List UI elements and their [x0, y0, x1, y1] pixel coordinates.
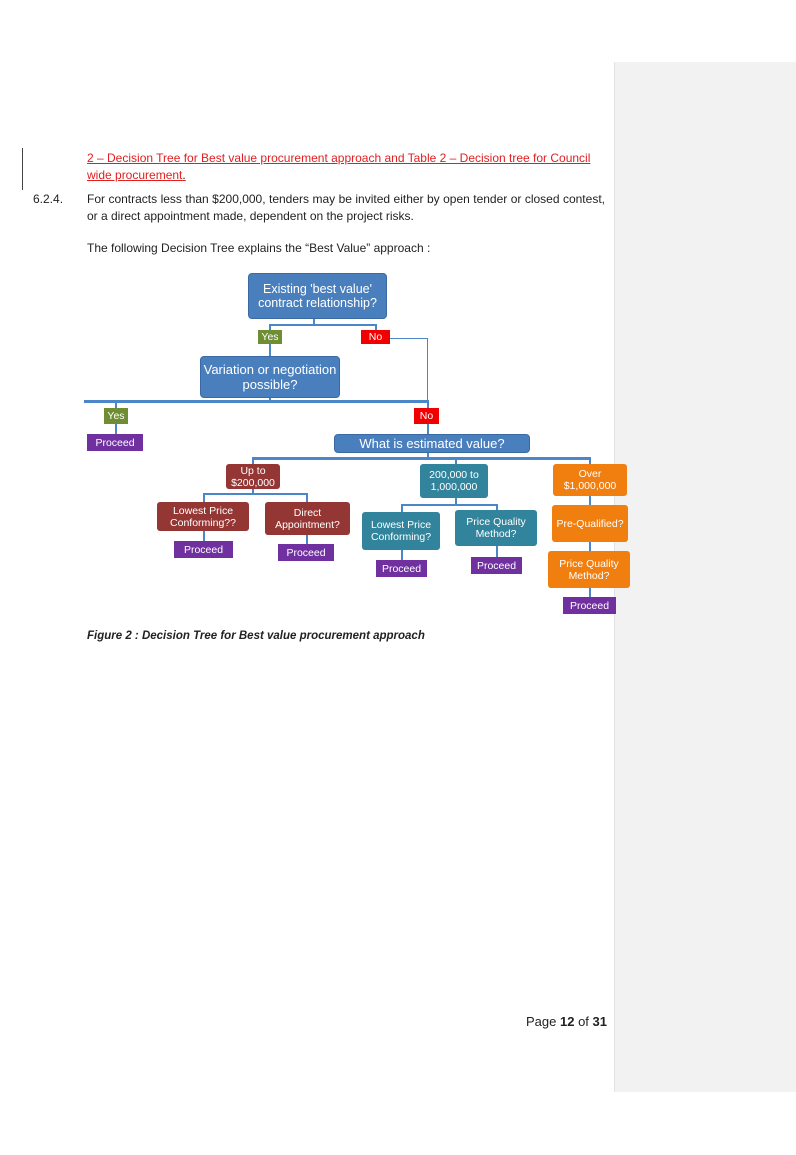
estimated-value-question: What is estimated value?: [334, 434, 530, 453]
change-bar: [22, 148, 23, 190]
connector: [589, 496, 591, 505]
connector: [306, 493, 308, 502]
connector: [203, 493, 205, 502]
connector: [427, 453, 429, 459]
proceed-node: Proceed: [563, 597, 616, 614]
connector: [589, 588, 591, 597]
connector: [401, 550, 403, 560]
page-prefix: Page: [526, 1014, 560, 1029]
connector: [401, 504, 498, 506]
price-quality-method-high: Price Quality Method?: [548, 551, 630, 588]
connector: [115, 400, 117, 408]
proceed-node-left: Proceed: [87, 434, 143, 451]
cross-reference-paragraph: 2 – Decision Tree for Best value procure…: [87, 150, 605, 184]
lowest-price-conforming-low: Lowest Price Conforming??: [157, 502, 249, 531]
yes-label-2: Yes: [104, 408, 128, 424]
yes-label-1: Yes: [258, 330, 282, 344]
section-text: For contracts less than $200,000, tender…: [87, 192, 605, 223]
band-up-to-200k: Up to $200,000: [226, 464, 280, 489]
connector: [203, 531, 205, 541]
no-label-2: No: [414, 408, 439, 424]
connector: [401, 504, 403, 512]
page-of: of: [574, 1014, 593, 1029]
proceed-node: Proceed: [174, 541, 233, 558]
proceed-node: Proceed: [278, 544, 334, 561]
connector: [269, 344, 271, 356]
connector: [427, 400, 429, 408]
direct-appointment: Direct Appointment?: [265, 502, 350, 535]
connector: [455, 457, 457, 464]
price-quality-method-mid: Price Quality Method?: [455, 510, 537, 546]
pre-qualified: Pre-Qualified?: [552, 505, 628, 542]
proceed-node: Proceed: [376, 560, 427, 577]
cross-reference-link[interactable]: 2 – Decision Tree for Best value procure…: [87, 151, 591, 182]
page-total: 31: [592, 1014, 607, 1029]
connector: [589, 457, 591, 464]
variation-question: Variation or negotiation possible?: [200, 356, 340, 398]
lowest-price-conforming-mid: Lowest Price Conforming?: [362, 512, 440, 550]
connector: [455, 498, 457, 506]
connector: [269, 324, 376, 326]
band-over-1m: Over $1,000,000: [553, 464, 627, 496]
cross-reference-period: .: [182, 168, 186, 182]
connector: [252, 457, 254, 464]
connector: [375, 324, 377, 330]
connector: [84, 400, 429, 403]
band-200k-to-1m: 200,000 to 1,000,000: [420, 464, 488, 498]
intro-text: The following Decision Tree explains the…: [87, 241, 431, 255]
section-number: 6.2.4.: [33, 192, 64, 206]
connector: [252, 489, 254, 495]
connector: [427, 424, 429, 434]
connector: [427, 338, 428, 402]
connector: [589, 542, 591, 551]
connector: [203, 493, 308, 495]
existing-contract-question: Existing 'best value' contract relations…: [248, 273, 387, 319]
connector: [390, 338, 428, 339]
connector: [496, 546, 498, 557]
figure-caption: Figure 2 : Decision Tree for Best value …: [87, 630, 425, 642]
connector: [306, 535, 308, 544]
connector: [313, 318, 315, 326]
connector: [496, 504, 498, 510]
no-label-1: No: [361, 330, 390, 344]
connector: [252, 457, 591, 460]
connector: [269, 324, 271, 330]
connector: [115, 424, 117, 434]
comment-pane: [614, 62, 796, 1092]
proceed-node: Proceed: [471, 557, 522, 574]
page-current: 12: [559, 1014, 575, 1029]
page-number: Page 12 of 31: [526, 1014, 607, 1029]
